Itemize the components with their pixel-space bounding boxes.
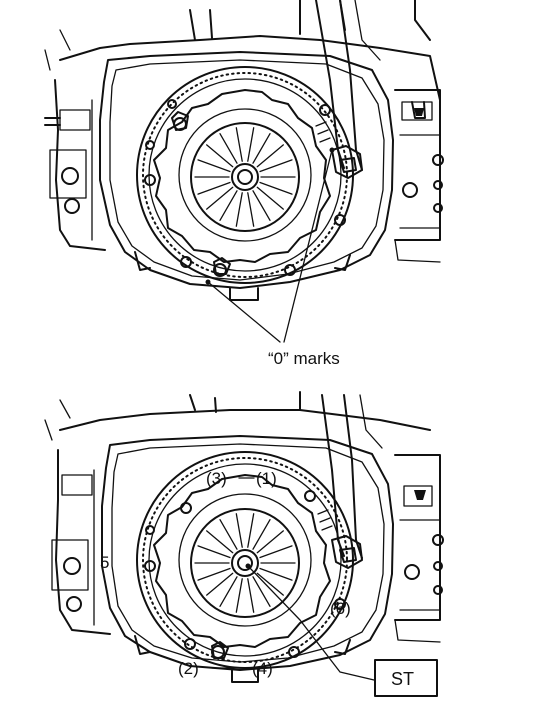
diaphragm-finger <box>259 567 293 581</box>
diaphragm-finger <box>256 186 284 210</box>
sequence-number-4: (4) <box>252 659 273 678</box>
top-illustration <box>44 0 444 343</box>
diaphragm-finger <box>252 519 271 550</box>
o-mark-leader-right <box>283 149 333 343</box>
bottom-illustration: (3) (1) 5 (6) (2) (4) <box>44 391 444 683</box>
engine-block-top <box>44 0 444 251</box>
sequence-number-5: 5 <box>100 553 109 572</box>
diaphragm-finger <box>235 578 243 613</box>
engine-block-bottom <box>44 391 444 635</box>
diaphragm-finger <box>219 190 238 221</box>
st-leader-line <box>247 565 375 681</box>
sequence-number-1: (1) <box>256 469 277 488</box>
clutch-cover-bottom <box>153 474 331 648</box>
diaphragm-finger <box>197 181 231 195</box>
diaphragm-finger <box>206 572 234 596</box>
st-label: ST <box>391 669 414 689</box>
diaphragm-finger <box>219 519 238 550</box>
shaft-tube-bottom <box>321 394 345 557</box>
diaphragm-finger <box>197 159 231 173</box>
clutch-cover-top <box>153 89 331 263</box>
sequence-number-3: (3) <box>206 469 227 488</box>
diaphragm-finger <box>259 159 293 173</box>
diaphragm-finger <box>256 572 284 596</box>
st-box <box>374 659 438 697</box>
sequence-number-6: (6) <box>330 599 351 618</box>
diaphragm-finger <box>259 545 293 559</box>
diaphragm-finger <box>235 513 243 548</box>
flywheel-housing-bottom <box>101 435 394 671</box>
diaphragm-finger <box>247 127 255 162</box>
diaphragm-finger <box>197 567 231 581</box>
diaphragm-finger <box>256 144 284 168</box>
o-marks-label: “0” marks <box>268 349 340 368</box>
diaphragm-finger <box>197 545 231 559</box>
diaphragm-finger <box>206 186 234 210</box>
diaphragm-fingers-top <box>194 127 296 227</box>
diaphragm-finger <box>235 192 243 227</box>
diaphragm-finger <box>252 190 271 221</box>
special-tool-callout: ST <box>374 659 438 697</box>
diaphragm-finger <box>235 127 243 162</box>
o-mark-leader-left <box>207 281 281 343</box>
diaphragm-finger <box>259 181 293 195</box>
diaphragm-finger <box>252 576 271 607</box>
diaphragm-finger <box>247 513 255 548</box>
diaphragm-finger <box>256 530 284 554</box>
diaphragm-finger <box>206 144 234 168</box>
diaphragm-fingers-bottom <box>194 513 296 613</box>
diaphragm-finger <box>219 133 238 164</box>
diaphragm-finger <box>247 578 255 613</box>
diaphragm-finger <box>206 530 234 554</box>
diaphragm-finger <box>252 133 271 164</box>
shaft-tube-top <box>315 0 345 169</box>
diaphragm-finger <box>219 576 238 607</box>
sequence-number-2: (2) <box>178 659 199 678</box>
diaphragm-finger <box>247 192 255 227</box>
